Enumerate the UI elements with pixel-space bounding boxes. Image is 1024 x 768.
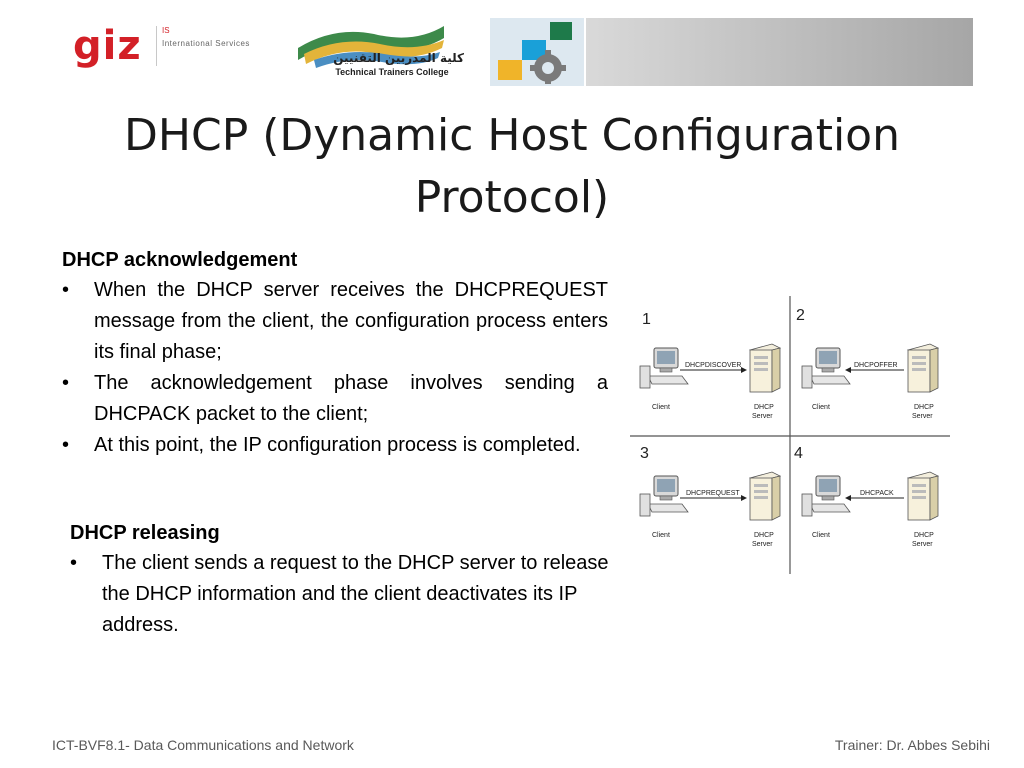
server-label-line-2: Server [752, 413, 773, 420]
client-label: Client [812, 404, 830, 411]
dhcp-diagram-canvas: 1 DHCPDISCOVER Client DHCP Server 2 DHCP… [630, 296, 950, 574]
message-label: DHCPREQUEST [686, 490, 740, 497]
server-label-line-2: Server [752, 541, 773, 548]
dhcp-server-icon [749, 343, 781, 393]
quadrant-number: 2 [796, 307, 805, 324]
footer-course: ICT-BVF8.1- Data Communications and Netw… [52, 737, 354, 753]
college-emblem-icon: كلية المدربين التقنيين Technical Trainer… [298, 26, 464, 77]
client-computer-icon [801, 347, 851, 389]
server-label-line-2: Server [912, 413, 933, 420]
dhcp-server-icon [907, 471, 939, 521]
server-label-line-1: DHCP [914, 532, 934, 539]
giz-services-label: International Services [162, 39, 250, 48]
dhcp-server-icon [749, 471, 781, 521]
client-label: Client [812, 532, 830, 539]
server-label-line-1: DHCP [754, 532, 774, 539]
footer-trainer: Trainer: Dr. Abbes Sebihi [834, 737, 990, 753]
client-computer-icon [801, 475, 851, 517]
acknowledgement-section: DHCP acknowledgement When the DHCP serve… [62, 245, 608, 461]
gear-icon [498, 22, 572, 84]
acknowledgement-bullet-list: When the DHCP server receives the DHCPRE… [62, 275, 608, 461]
gear-logo [490, 18, 584, 86]
quadrant-4: 4 DHCPACK Client DHCP Server [794, 445, 939, 548]
quadrant-number: 1 [642, 311, 651, 328]
server-label-line-2: Server [912, 541, 933, 548]
server-label-line-1: DHCP [914, 404, 934, 411]
college-english-name: Technical Trainers College [335, 67, 448, 77]
message-label: DHCPACK [860, 490, 894, 497]
giz-logo: giz [73, 23, 142, 69]
acknowledgement-heading: DHCP acknowledgement [62, 249, 298, 271]
message-label: DHCPOFFER [854, 362, 898, 369]
college-arabic-name: كلية المدربين التقنيين [333, 51, 464, 65]
quadrant-number: 4 [794, 445, 803, 462]
releasing-heading: DHCP releasing [70, 522, 220, 544]
client-label: Client [652, 404, 670, 411]
slide-title: DHCP (Dynamic Host Configuration Protoco… [60, 105, 964, 229]
client-computer-icon [639, 347, 689, 389]
client-computer-icon [639, 475, 689, 517]
giz-is-label: IS [162, 26, 170, 35]
acknowledgement-bullet: At this point, the IP configuration proc… [62, 430, 608, 461]
dhcp-process-diagram: 1 DHCPDISCOVER Client DHCP Server 2 DHCP… [628, 296, 952, 574]
quadrant-number: 3 [640, 445, 649, 462]
releasing-section: DHCP releasing The client sends a reques… [70, 518, 610, 641]
acknowledgement-bullet: When the DHCP server receives the DHCPRE… [62, 275, 608, 368]
acknowledgement-bullet: The acknowledgement phase involves sendi… [62, 368, 608, 430]
slide-title-line-1: DHCP (Dynamic Host Configuration [124, 110, 900, 161]
message-label: DHCPDISCOVER [685, 362, 741, 369]
quadrant-3: 3 DHCPREQUEST Client DHCP Server [639, 445, 781, 548]
server-label-line-1: DHCP [754, 404, 774, 411]
giz-logo-divider [156, 26, 157, 66]
client-label: Client [652, 532, 670, 539]
dhcp-server-icon [907, 343, 939, 393]
releasing-bullet-list: The client sends a request to the DHCP s… [70, 548, 610, 641]
header-gradient-band [586, 18, 973, 86]
quadrant-1: 1 DHCPDISCOVER Client DHCP Server [639, 311, 781, 420]
quadrant-2: 2 DHCPOFFER Client DHCP Server [796, 307, 939, 420]
releasing-bullet: The client sends a request to the DHCP s… [70, 548, 610, 641]
slide-title-line-2: Protocol) [414, 172, 610, 223]
technical-trainers-college-logo: كلية المدربين التقنيين Technical Trainer… [294, 18, 488, 86]
